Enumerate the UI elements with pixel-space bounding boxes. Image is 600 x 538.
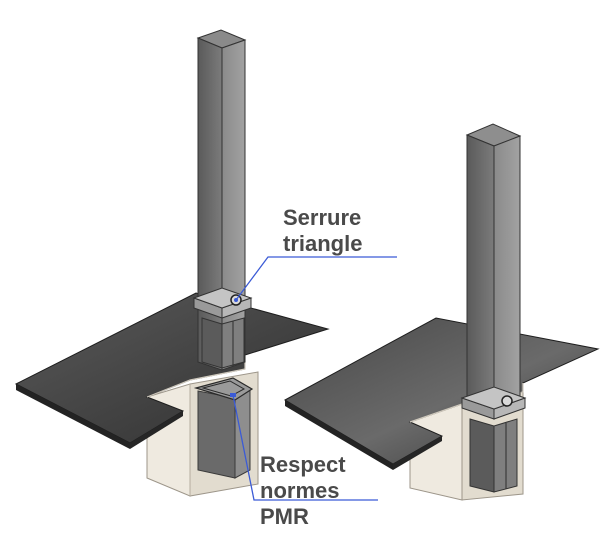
left-bollard-post [192,29,253,371]
pmr-leader-line [232,394,378,501]
right-bollard-assembly [283,123,600,501]
lock-callout: Serrure triangle [283,205,362,257]
pmr-callout-line1: Respect [260,452,346,477]
pmr-callout-line2: normes [260,478,340,503]
pmr-callout-line3: PMR [260,504,309,529]
leader-lines [232,256,397,501]
right-bollard-post [460,123,527,493]
lock-callout-line1: Serrure [283,205,362,230]
left-bollard-assembly [14,29,330,497]
right-lock-icon [501,395,513,407]
lock-callout-line2: triangle [283,231,363,256]
pmr-callout: Respect normes PMR [260,452,346,530]
lock-leader-line [235,256,397,301]
left-ground-sleeve [193,377,254,479]
